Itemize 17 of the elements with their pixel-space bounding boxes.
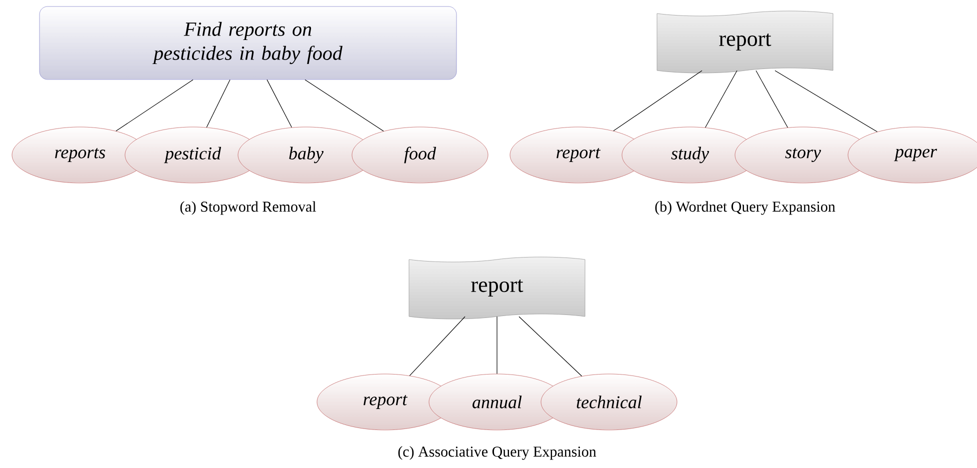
connector-line xyxy=(116,79,194,132)
connector-line xyxy=(206,79,230,128)
connector-line xyxy=(705,70,738,128)
connector-line xyxy=(613,70,702,132)
term-banner: report xyxy=(656,10,834,74)
connector-line xyxy=(266,79,292,128)
connector-line xyxy=(409,316,466,376)
caption: (a) Stopword Removal xyxy=(180,201,316,215)
connector-line xyxy=(496,316,498,374)
term-banner: report xyxy=(408,256,586,320)
caption: (c) Associative Query Expansion xyxy=(398,446,596,460)
query-box: Find reports on pesticides in baby food xyxy=(39,6,457,80)
caption: (b) Wordnet Query Expansion xyxy=(655,201,836,215)
connector-line xyxy=(304,79,384,132)
connector-line xyxy=(756,70,788,128)
connector-line xyxy=(774,70,878,132)
connector-line xyxy=(518,316,582,376)
